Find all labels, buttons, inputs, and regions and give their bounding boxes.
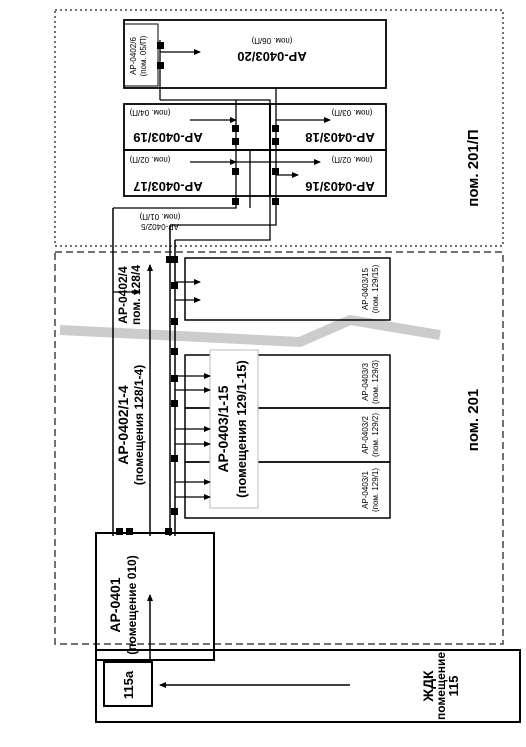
room-201p-label: пом. 201/П [465, 129, 482, 206]
ap0403-17-label: АР-0403/17 [133, 179, 202, 194]
room-115a-label: 115а [121, 670, 136, 699]
ap0402-14-title: АР-0402/1-4 [115, 385, 131, 465]
ap0401-box [95, 532, 215, 661]
ap0403-18-label: АР-0403/18 [305, 130, 374, 145]
ap0402-5-room: (пом. 01/П) [139, 212, 180, 221]
zhdk-room [95, 649, 521, 723]
ap0403-3-room: (пом. 129/3) [371, 360, 380, 404]
ap0403-3-label: АР-0403/3 [361, 363, 370, 401]
branch-arrows [113, 279, 211, 500]
ap0403-1-room: (пом. 129/1) [371, 468, 380, 512]
ap0403-17-room: (пом. 02/П) [129, 155, 170, 164]
ap0403-2-label: АР-0403/2 [361, 416, 370, 454]
upper-junctions [157, 42, 279, 205]
ap0403-2-room: (пом. 129/2) [371, 413, 380, 457]
ap0402-4-title: АР-0402/4 [116, 266, 130, 324]
zone-201p [54, 9, 504, 247]
ap0403-115-room: (помещения 129/1-15) [234, 360, 249, 498]
ap0403-1-label: АР-0403/1 [361, 471, 370, 509]
ap0403-19-label: АР-0403/19 [133, 130, 202, 145]
ap0403-16-room: (пом. 02/П) [331, 155, 372, 164]
zhdk-num-label: 115 [446, 676, 461, 697]
ap0403-15-box [184, 257, 391, 321]
ap0402-14-room: (помещения 128/1-4) [132, 365, 146, 485]
ap0403-20-label: АР-0403/20 [237, 49, 306, 64]
ap0403-15-room: (пом. 129/15) [371, 264, 380, 313]
ap0403-3-box [184, 354, 391, 409]
zhdk-label: ЖДК [420, 670, 436, 703]
ap0402-6-room: (пом. 05/П) [139, 35, 148, 76]
room-201-label: пом. 201 [465, 389, 482, 451]
ap0403-115-title: АР-0403/1-15 [215, 385, 231, 472]
room-115a-box [103, 661, 153, 707]
junction-marks [116, 256, 178, 535]
ap0402-6-box [123, 23, 159, 87]
zhdk-sub-label: помещение [434, 652, 448, 720]
ap0403-19-room: (пом. 04/П) [129, 108, 170, 117]
ap0403-15-label: АР-0403/15 [361, 267, 370, 310]
ap0403-20-room: (пом. 06/П) [251, 36, 292, 45]
ap0402-4-room: пом. 128/4 [129, 265, 143, 325]
ap0403-16-label: АР-0403/16 [305, 179, 374, 194]
upper-routing [113, 40, 331, 241]
ap0403-115-label-box [209, 349, 259, 509]
zone-201 [54, 251, 504, 645]
ap0402-5-label: АР-0402/5 [141, 222, 179, 231]
ap0401-title: АР-0401 [107, 577, 123, 632]
ap0402-6-label: АР-0402/6 [129, 37, 138, 75]
ap0403-18-room: (пом. 03/П) [331, 108, 372, 117]
ap0401-room: (помещение 010) [125, 555, 139, 654]
break-line [59, 314, 441, 348]
